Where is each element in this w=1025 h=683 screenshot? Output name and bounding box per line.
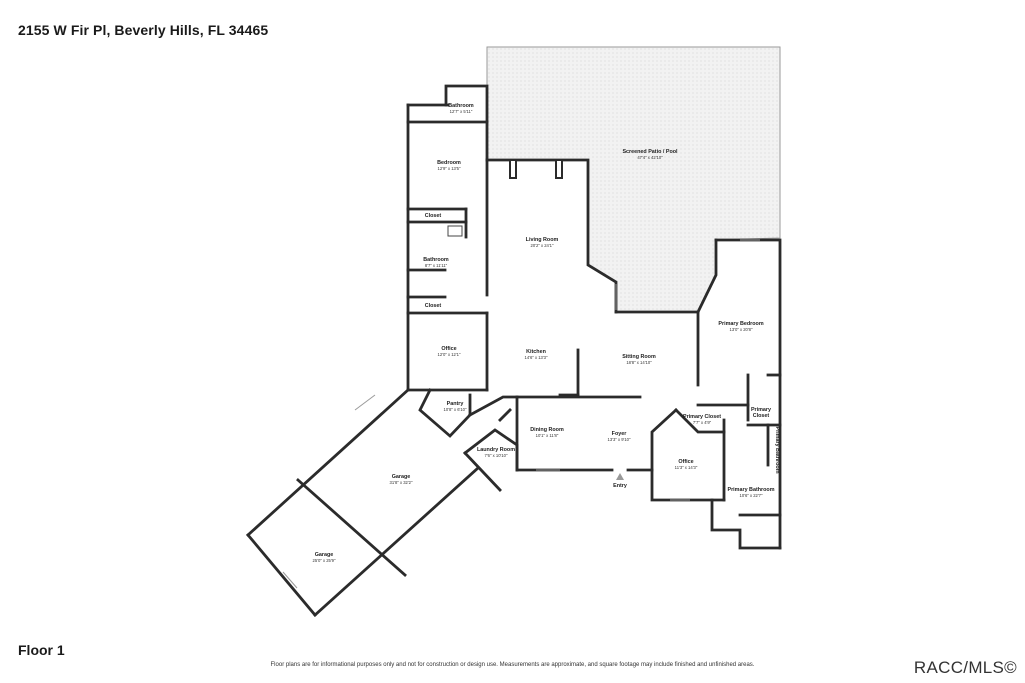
dims-bedroom: 12'9" x 13'5" xyxy=(438,166,461,171)
floor-label: Floor 1 xyxy=(18,642,65,658)
label-living-room: Living Room xyxy=(526,237,559,243)
dims-dining-room: 10'1" x 11'8" xyxy=(536,433,559,438)
label-screened-patio: Screened Patio / Pool xyxy=(622,149,678,155)
label-garage-1: Garage xyxy=(392,474,411,480)
dims-screened-patio: 47'4" x 42'10" xyxy=(637,155,663,160)
dims-bathroom-mid: 8'7" x 11'11" xyxy=(425,263,448,268)
dims-living-room: 20'2" x 24'1" xyxy=(531,243,554,248)
label-primary-bedroom: Primary Bedroom xyxy=(718,321,763,327)
dims-office-left: 12'0" x 12'1" xyxy=(438,352,461,357)
dims-garage-1: 31'8" x 32'2" xyxy=(390,480,413,485)
dims-primary-closet-1: 7'7" x 4'9" xyxy=(693,420,712,425)
dims-laundry-room: 7'6" x 10'10" xyxy=(485,453,508,458)
dims-pantry: 10'8" x 6'10" xyxy=(444,407,467,412)
label-foyer: Foyer xyxy=(612,431,628,437)
label-dining-room: Dining Room xyxy=(530,427,564,433)
label-entry: Entry xyxy=(613,483,627,489)
brand-watermark: RACC/MLS© xyxy=(913,658,1017,677)
dims-bathroom-top: 12'7" x 5'11" xyxy=(450,109,473,114)
label-office-right: Office xyxy=(678,459,693,465)
disclaimer-text: Floor plans are for informational purpos… xyxy=(270,662,755,668)
label-sitting-room: Sitting Room xyxy=(622,354,656,360)
left-wing-walls xyxy=(406,84,489,392)
label-primary-bathroom: Primary Bathroom xyxy=(727,487,774,493)
label-pantry: Pantry xyxy=(447,401,464,407)
dims-primary-bathroom: 10'6" x 22'7" xyxy=(740,493,763,498)
service-walls xyxy=(418,388,519,472)
label-closet-2: Closet xyxy=(425,303,442,309)
screened-patio-area xyxy=(486,46,781,313)
label-primary-closet-1: Primary Closet xyxy=(683,414,721,420)
label-kitchen: Kitchen xyxy=(526,349,546,355)
label-laundry-room: Laundry Room xyxy=(477,447,515,453)
label-closet-1: Closet xyxy=(425,213,442,219)
entry-arrow-icon xyxy=(616,473,624,480)
garage-walls xyxy=(246,388,502,617)
label-garage-2: Garage xyxy=(315,552,334,558)
dims-primary-bedroom: 13'0" x 20'8" xyxy=(730,327,753,332)
label-primary-bathroom-vertical: Primary Bathroom xyxy=(774,426,780,473)
property-address: 2155 W Fir Pl, Beverly Hills, FL 34465 xyxy=(18,22,269,38)
dims-kitchen: 14'6" x 13'3" xyxy=(525,355,548,360)
label-bathroom-mid: Bathroom xyxy=(423,257,449,263)
dims-sitting-room: 18'8" x 14'10" xyxy=(626,360,652,365)
label-bedroom: Bedroom xyxy=(437,160,461,166)
label-bathroom-top: Bathroom xyxy=(448,103,474,109)
right-wing-walls xyxy=(650,238,782,550)
dims-office-right: 11'3" x 14'3" xyxy=(675,465,698,470)
dims-garage-2: 25'0" x 25'9" xyxy=(313,558,336,563)
label-office-left: Office xyxy=(441,346,456,352)
dims-foyer: 13'3" x 9'10" xyxy=(608,437,631,442)
